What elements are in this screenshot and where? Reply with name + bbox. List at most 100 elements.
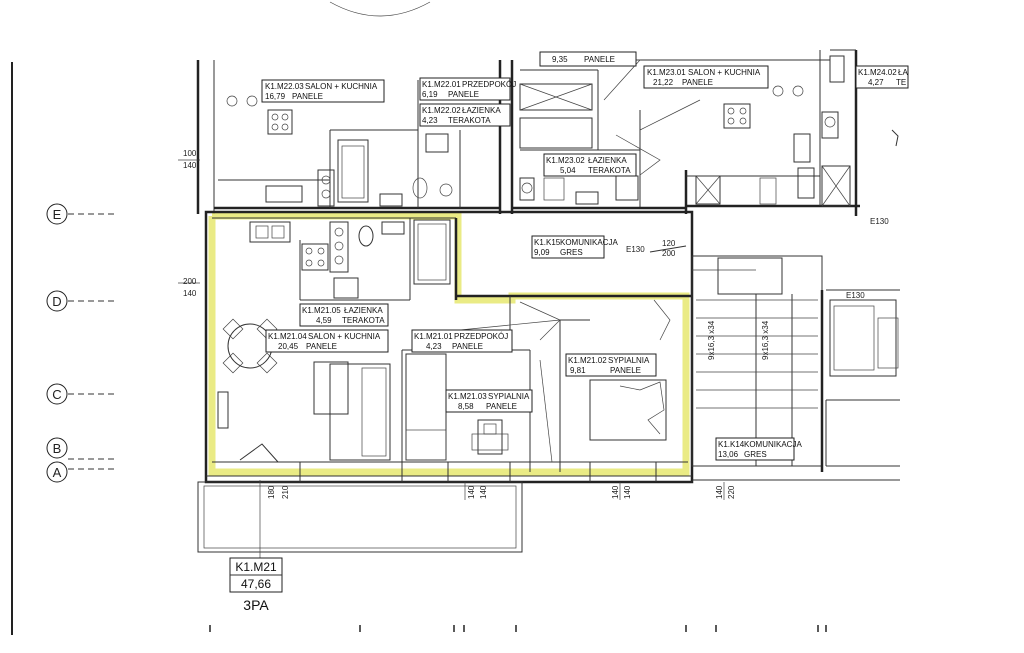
room-area: 16,79 [265,92,286,101]
dimension-ticks [178,159,827,632]
unit-code: K1.M21 [235,560,277,574]
stair-label-2: 9x16,3 x34 [761,320,770,360]
room-finish: GRES [744,450,767,459]
room-area: 5,04 [560,166,576,175]
dim-120: 120 [662,239,676,248]
dim-140-f: 140 [623,485,632,499]
room-k1-k14: K1.K14 KOMUNIKACJA 13,06 GRES [715,437,802,461]
dim-220: 220 [727,485,736,499]
axis-a-label: A [53,465,62,480]
room-area: 21,22 [653,78,674,87]
room-name: SYPIALNIA [488,392,530,401]
room-finish: PANELE [610,366,641,375]
dim-e130-b: E130 [870,217,889,226]
room-k1-m21-01: K1.M21.01 PRZEDPOKÓJ 4,23 PANELE [411,329,513,353]
unit-area: 47,66 [241,577,271,591]
room-name: KOMUNIKACJA [744,440,802,449]
unit-type: 3PA [243,597,269,613]
dim-e130-c: E130 [846,291,865,300]
room-k1-m21-05: K1.M21.05 ŁAZIENKA 4,59 TERAKOTA [299,303,389,327]
dim-e130-a: E130 [626,245,645,254]
room-finish: PANELE [292,92,323,101]
axis-b: B [46,437,115,460]
room-finish: PANELE [486,402,517,411]
room-area: 6,19 [422,90,438,99]
room-area: 4,23 [422,116,438,125]
room-name: SALON + KUCHNIA [688,68,761,77]
room-k1-m24-02: K1.M24.02 ŁA 4,27 TE [855,65,909,89]
room-finish: TE [896,78,906,87]
room-k1-m22-03: K1.M22.03 SALON + KUCHNIA 16,79 PANELE [261,79,385,103]
room-k1-m21-04: K1.M21.04 SALON + KUCHNIA 20,45 PANELE [265,329,389,353]
unit-summary: K1.M21 47,66 3PA [229,557,283,613]
axis-d-label: D [52,294,61,309]
room-code: K1.M21.03 [448,392,487,401]
axis-e: E [46,203,115,225]
dim-180: 180 [267,485,276,499]
axis-e-label: E [53,207,62,222]
room-code: K1.M24.02 [858,68,897,77]
dimension-labels: 100 140 200 140 180 210 140 140 140 140 … [183,149,889,499]
dim-200: 200 [183,277,197,286]
upper-fixtures [226,55,899,207]
dim-140-e: 140 [611,485,620,499]
room-code: K1.M21.05 [302,306,341,315]
room-finish: PANELE [452,342,483,351]
room-area: 20,45 [278,342,299,351]
room-code: K1.M23.01 [647,68,686,77]
room-name: PRZEDPOKÓJ [454,332,508,341]
room-k1-m23-01: K1.M23.01 SALON + KUCHNIA 21,22 PANELE [643,65,769,89]
room-area: 9,81 [570,366,586,375]
stair-label-1: 9x16,3 x34 [707,320,716,360]
dim-100: 100 [183,149,197,158]
room-finish: PANELE [306,342,337,351]
room-name: SALON + KUCHNIA [308,332,381,341]
room-area: 4,23 [426,342,442,351]
axis-c-label: C [52,387,61,402]
room-code: K1.K15 [534,238,561,247]
main-fixtures [217,219,671,463]
room-k1-m22-01: K1.M22.01 PRZEDPOKÓJ 6,19 PANELE [419,77,516,101]
room-area: 9,35 [552,55,568,64]
room-name: SYPIALNIA [608,356,650,365]
room-name: KOMUNIKACJA [560,238,618,247]
axis-markers: E D C B A [46,203,115,483]
staircase [691,255,900,481]
room-code: K1.M21.01 [414,332,453,341]
room-area: 8,58 [458,402,474,411]
room-finish: TERAKOTA [588,166,631,175]
axis-d: D [46,290,115,312]
room-area: 9,09 [534,248,550,257]
room-name: ŁA [898,68,908,77]
room-finish: TERAKOTA [448,116,491,125]
dim-140-c: 140 [467,485,476,499]
room-code: K1.M21.02 [568,356,607,365]
balcony [197,481,523,553]
room-name: ŁAZIENKA [344,306,383,315]
room-code: K1.M22.01 [422,80,461,89]
room-finish: GRES [560,248,583,257]
dim-210: 210 [281,485,290,499]
room-k1-m22-02: K1.M22.02 ŁAZIENKA 4,23 TERAKOTA [419,103,511,127]
room-area: 4,59 [316,316,332,325]
room-top-partial: 9,35 PANELE [539,51,637,67]
room-area: 4,27 [868,78,884,87]
room-name: SALON + KUCHNIA [305,82,378,91]
axis-a: A [46,461,115,483]
room-finish: PANELE [682,78,713,87]
room-k1-m21-02: K1.M21.02 SYPIALNIA 9,81 PANELE [565,353,657,377]
upper-walls [196,49,860,216]
room-code: K1.M22.03 [265,82,304,91]
room-finish: PANELE [448,90,479,99]
dim-140-a: 140 [183,161,197,170]
room-name: ŁAZIENKA [462,106,501,115]
room-labels: K1.M22.03 SALON + KUCHNIA 16,79 PANELE K… [261,51,909,461]
dim-140-d: 140 [479,485,488,499]
axis-c: C [46,383,115,405]
arc-fragment [329,1,431,17]
room-k1-k15: K1.K15 KOMUNIKACJA 9,09 GRES [531,235,618,259]
room-name: PRZEDPOKÓJ [462,80,516,89]
room-code: K1.M22.02 [422,106,461,115]
room-area: 13,06 [718,450,739,459]
